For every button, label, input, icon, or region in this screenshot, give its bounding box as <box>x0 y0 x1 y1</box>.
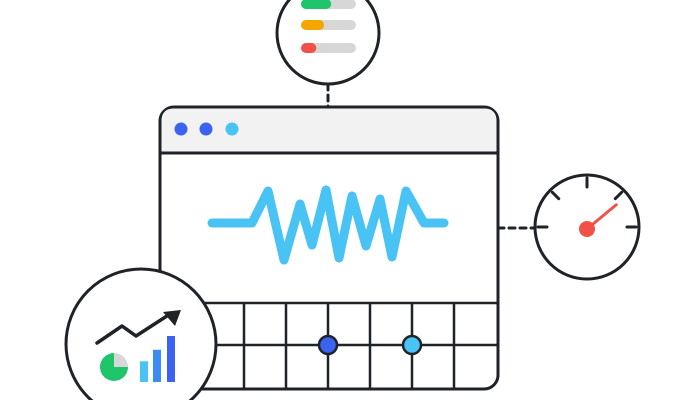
pie-slice-green <box>100 353 128 381</box>
waveform-icon <box>207 185 449 265</box>
green-bar <box>301 0 332 9</box>
pie-chart <box>100 353 128 381</box>
connectors <box>326 82 536 230</box>
status-bars-group <box>301 0 356 53</box>
chart-bars <box>140 336 175 382</box>
window-titlebar <box>161 108 497 153</box>
trend-line <box>95 312 172 345</box>
gauge-ticks <box>536 176 638 229</box>
red-bar <box>301 43 317 53</box>
trend-arrow-head <box>163 310 181 326</box>
speedometer-gauge-icon <box>533 173 641 281</box>
window-dot-2 <box>199 122 213 136</box>
chart-bar-2 <box>153 349 161 382</box>
window-dot-3 <box>225 122 239 136</box>
gauge-tick-4 <box>613 190 624 201</box>
chart-bar-3 <box>167 336 175 382</box>
orange-bar <box>301 20 325 30</box>
gauge-tick-2 <box>550 190 561 201</box>
status-bars-icon <box>275 0 381 86</box>
window-dot-1 <box>174 122 188 136</box>
grid-marker-blue <box>317 334 339 356</box>
grid-marker-light-blue <box>401 334 423 356</box>
status-bars-circle <box>275 0 381 86</box>
chart-bar-1 <box>140 361 148 382</box>
growth-chart-icon <box>64 267 218 400</box>
gauge-hub <box>579 221 595 237</box>
browser-window-icon <box>158 105 500 391</box>
